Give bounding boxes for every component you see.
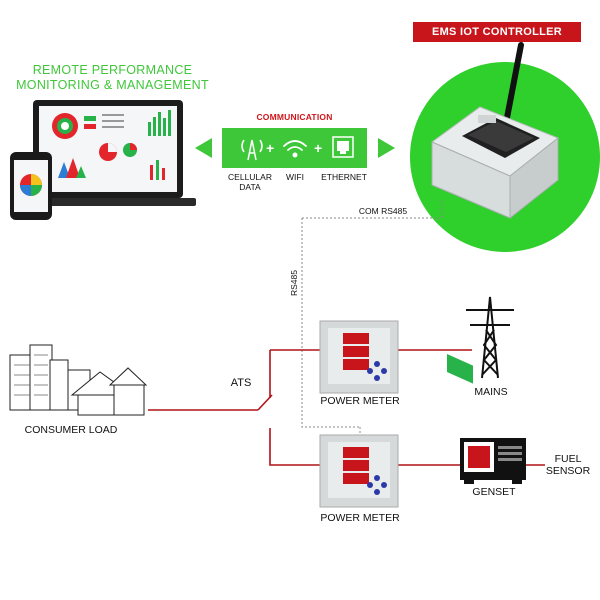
rs485-dotted-lines xyxy=(301,200,443,440)
rs485-vertical-label: RS485 xyxy=(289,270,299,296)
plus-separator-1: + xyxy=(266,140,275,156)
power-meter-device-top xyxy=(319,320,399,394)
wifi-icon xyxy=(283,140,307,158)
communication-title: COMMUNICATION xyxy=(256,112,333,122)
comm-option-wifi: WIFI xyxy=(286,172,304,182)
sensor-label: SENSOR xyxy=(545,465,591,477)
remote-title-line2: MONITORING & MANAGEMENT xyxy=(16,78,209,92)
comm-option-cellular: CELLULAR DATA xyxy=(220,172,280,192)
mains-label: MAINS xyxy=(474,386,508,398)
comm-option-ethernet: ETHERNET xyxy=(321,172,367,182)
cellular-label: CELLULAR xyxy=(228,172,272,182)
genset-icon xyxy=(460,438,526,484)
cell-tower-icon xyxy=(241,139,263,161)
antenna-icon xyxy=(503,42,524,126)
arrow-right-icon xyxy=(378,138,395,158)
consumer-load-label: CONSUMER LOAD xyxy=(24,424,118,436)
data-label: DATA xyxy=(239,182,261,192)
power-meter-device-bottom xyxy=(319,434,399,508)
power-meter-bottom-label: POWER METER xyxy=(320,512,400,524)
remote-title: REMOTE PERFORMANCE MONITORING & MANAGEME… xyxy=(10,63,215,93)
com-rs485-label: COM RS485 xyxy=(358,206,408,216)
transmission-tower-icon xyxy=(466,296,514,379)
laptop-icon xyxy=(20,100,196,206)
genset-label: GENSET xyxy=(472,486,516,498)
controller-title-badge: EMS IOT CONTROLLER xyxy=(413,22,581,42)
fuel-sensor-label: FUEL SENSOR xyxy=(540,453,596,477)
ats-label: ATS xyxy=(230,377,252,389)
power-meter-top-label: POWER METER xyxy=(320,395,400,407)
power-lines xyxy=(148,349,545,466)
remote-title-line1: REMOTE PERFORMANCE xyxy=(32,63,193,77)
ethernet-icon xyxy=(332,136,354,158)
fuel-label: FUEL xyxy=(554,453,582,465)
arrow-left-icon xyxy=(195,138,212,158)
buildings-icon xyxy=(9,344,148,416)
controller-device-icon xyxy=(431,106,559,384)
plus-separator-2: + xyxy=(314,140,323,156)
phone-icon xyxy=(10,152,52,220)
